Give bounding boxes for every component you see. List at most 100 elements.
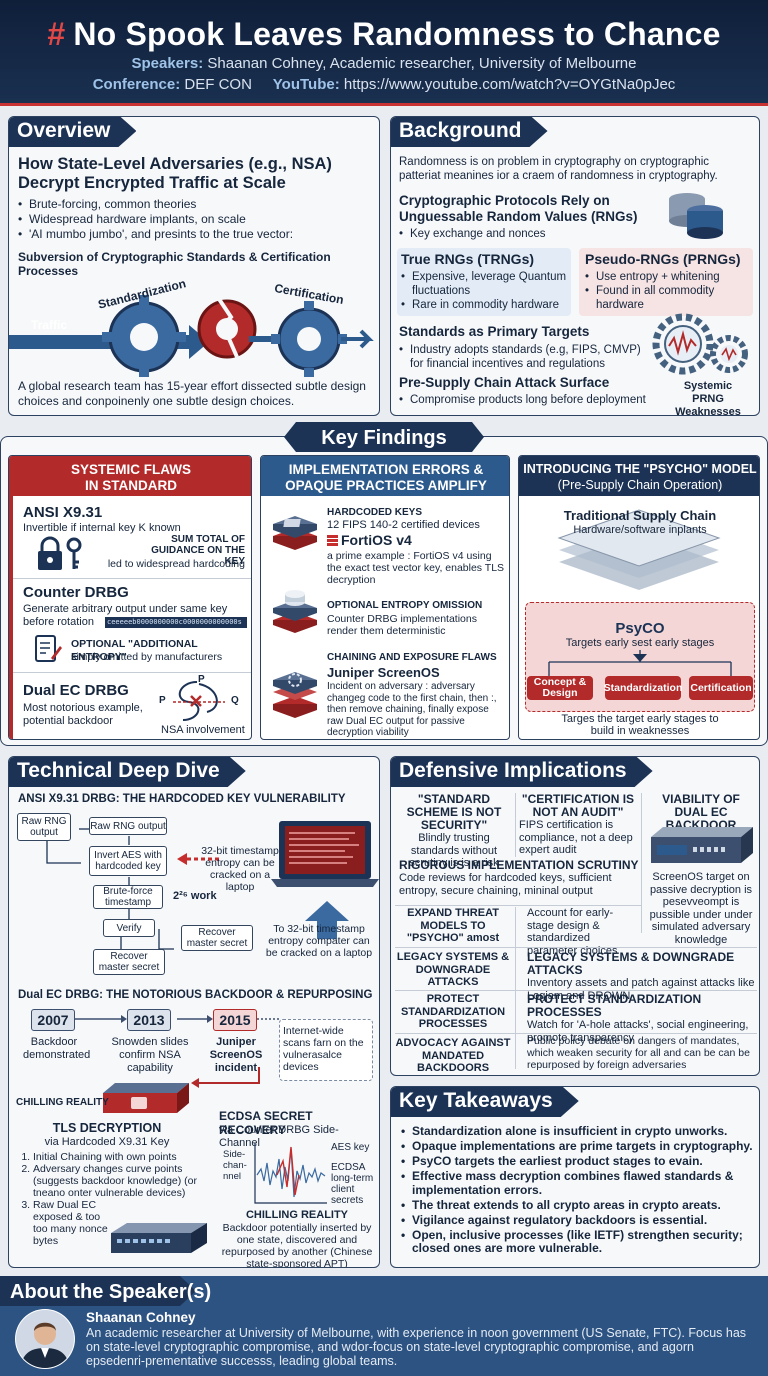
chaining-title: CHAINING AND EXPOSURE FLAWS — [327, 652, 497, 663]
lock-key-icon — [38, 536, 82, 570]
list-item: Found in all commodity hardware — [585, 284, 751, 312]
deep-dive-title: Technical Deep Dive — [8, 756, 246, 787]
standards-heading: Standards as Primary Targets — [399, 324, 590, 339]
systemic-label: Systemic PRNG Weaknesses — [675, 380, 741, 416]
ansi-drbg-heading: ANSI X9.31 DRBG: THE HARDCODED KEY VULNE… — [18, 793, 346, 805]
optional-entropy-text: Counter DRBG implementations render them… — [327, 613, 477, 637]
systemic-flaws-header: SYSTEMIC FLAWS IN STANDARD PRNGs — [9, 456, 251, 509]
elliptic-curve-icon — [173, 681, 225, 721]
list-item: Raw Dual EC exposed & too too many nonce… — [33, 1199, 115, 1247]
overview-heading: How State-Level Adversaries (e.g., NSA) … — [18, 155, 332, 192]
def-row-advocacy-left: ADVOCACY AGAINST MANDATED BACKDOORS — [395, 1037, 511, 1074]
counter-drbg-note2: simply omitted by manufacturers — [71, 651, 223, 663]
repurpose-arrow — [191, 1067, 260, 1088]
list-item: 'AI mumbo jumbo', and presints to the tr… — [18, 227, 373, 242]
timeline-2007-label: Backdoor demonstrated — [23, 1036, 91, 1061]
psyco-sub: Targets early sest early stages — [565, 637, 715, 649]
dual-drbg-heading: Dual EC DRBG: THE NOTORIOUS BACKDOOR & R… — [18, 989, 373, 1001]
key-findings-title: Key Findings — [321, 427, 447, 449]
dual-ec-q: Q — [231, 695, 239, 706]
list-item: Opaque implementations are prime targets… — [401, 1139, 757, 1154]
flow-invert-aes: Invert AES with hardcoded key — [89, 846, 167, 876]
implementation-errors-column: IMPLEMENTATION ERRORS & OPAQUE PRACTICES… — [260, 455, 510, 740]
overview-subheading: Subversion of Cryptographic Standards & … — [18, 250, 331, 279]
takeaways-list: Standardization alone is insufficient in… — [401, 1124, 757, 1257]
prng-title: Pseudo-RNGs (PRNGs) — [585, 251, 741, 267]
takeaways-title: Key Takeaways — [390, 1086, 579, 1117]
year-2015: 2015 — [213, 1009, 257, 1031]
psyco-title: PsyCO — [615, 620, 665, 637]
hardcoded-keys-line: 12 FIPS 140-2 certified devices — [327, 519, 480, 531]
prng-gears-icon — [652, 313, 748, 375]
speakers-line: Speakers: Shaanan Cohney, Academic resea… — [131, 55, 637, 72]
standardization-gear-icon — [102, 295, 186, 377]
dual-ec-text: Most notorious example, potential backdo… — [23, 702, 143, 727]
optional-entropy-title: OPTIONAL ENTROPY OMISSION — [327, 600, 483, 611]
flow-recover-2: Recover master secret — [93, 949, 165, 975]
hardware-stack-icon-1 — [273, 516, 317, 550]
year-2007: 2007 — [31, 1009, 75, 1031]
ansi-text: Invertible if internal key K known — [23, 522, 181, 534]
psyco-flow-connectors — [548, 650, 732, 676]
flow-raw-rng-2: Raw RNG output — [89, 817, 167, 835]
def-row-expand-left: EXPAND THREAT MODELS TO "PSYCHO" amost — [406, 907, 500, 944]
flow-verify: Verify — [103, 919, 155, 937]
tls-title: TLS DECRYPTION — [52, 1121, 162, 1135]
list-item: Adversary changes curve points (suggests… — [33, 1163, 209, 1199]
list-item: The threat extends to all crypto areas i… — [401, 1198, 757, 1213]
juniper-device-icon — [103, 1083, 189, 1113]
dual-ec-p-top: P — [198, 674, 205, 685]
ansi-note2: led to widespread hardcoding — [107, 558, 245, 570]
list-item: Initial Chaining with own points — [33, 1151, 209, 1163]
stage-concept-design: Concept & Design — [527, 676, 593, 700]
youtube-link[interactable]: https://www.youtube.com/watch?v=OYGtNa0p… — [343, 76, 676, 93]
list-item: Standardization alone is insufficient in… — [401, 1124, 757, 1139]
fortios-text: a prime example : FortiOS v4 using the e… — [327, 550, 505, 586]
stage-standardization: Standardization — [604, 676, 682, 700]
list-item: Brute-forcing, common theories — [18, 197, 373, 212]
overview-panel: Overview How State-Level Adversaries (e.… — [8, 116, 380, 416]
stage-certification: Certification — [689, 676, 753, 700]
flow-recover-1: Recover master secret — [181, 925, 253, 951]
def-row-protect-left: PROTECT STANDARDIZATION PROCESSES — [400, 993, 506, 1030]
ansi-flow-arrows — [46, 821, 379, 950]
ecdsa-aes-label: AES key — [331, 1142, 370, 1153]
ecdsa-title: ECDSA SECRET RECOVERY — [219, 1109, 313, 1138]
def-row-legacy-left: LEGACY SYSTEMS & DOWNGRADE ATTACKS — [396, 951, 510, 988]
counter-drbg-note: OPTIONAL "ADDITIONAL ENTROPY" — [71, 638, 198, 663]
nsa-involvement: NSA involvement — [161, 724, 245, 736]
background-title: Background — [390, 116, 548, 147]
psycho-model-column: INTRODUCING THE "PSYCHO" MODEL (Pre-Supp… — [518, 455, 760, 740]
defensive-panel: Defensive Implications "STANDARD SCHEME … — [390, 756, 760, 1076]
list-item: PsyCO targets the earliest product stage… — [401, 1154, 757, 1169]
psycho-model-header: INTRODUCING THE "PSYCHO" MODEL (Pre-Supp… — [519, 456, 759, 496]
list-item: Industry adopts standards (e.g, FIPS, CM… — [399, 343, 649, 371]
timeline-arrows — [73, 1015, 279, 1023]
list-item: Expensive, leverage Quantum fluctuations — [401, 270, 571, 298]
def-card-certification: "CERTIFICATION IS NOT AN AUDIT"FIPS cert… — [519, 792, 635, 857]
tls-steps: Initial Chaining with own points Adversa… — [33, 1151, 209, 1247]
background-panel: Background Randomness is on problem in c… — [390, 116, 760, 416]
list-item: Compromise products long before deployme… — [399, 394, 669, 408]
page-header: #No Spook Leaves Randomness to Chance Sp… — [0, 0, 768, 106]
trng-title: True RNGs (TRNGs) — [401, 251, 535, 267]
database-icon — [669, 193, 723, 239]
def-card-viability-text: ScreenOS target on passive decryption is… — [649, 871, 753, 946]
year-2013: 2013 — [127, 1009, 171, 1031]
background-intro: Randomness is on problem in cryptography… — [399, 156, 718, 182]
traditional-supply-sub: Hardware/software inplants — [573, 524, 707, 536]
counter-drbg-hex: ceeeeeb0000000000c0000000000000s — [105, 617, 247, 628]
timeline-2013-label: Snowden slides confirm NSA capability — [111, 1036, 189, 1074]
counter-drbg-text: Generate arbitrary output under same key… — [23, 603, 228, 628]
psycho-footer: Targes the target early stages to build … — [561, 713, 719, 737]
list-item: Effective mass decryption combines flawe… — [401, 1169, 757, 1197]
internet-scan-bubble — [279, 1019, 373, 1081]
flow-raw-rng-1: Raw RNG output — [17, 813, 71, 841]
certification-gear-icon — [271, 301, 347, 377]
timeline-2015-label: Juniper ScreenOS incident — [209, 1036, 263, 1074]
takeaways-panel: Key Takeaways Standardization alone is i… — [390, 1086, 760, 1268]
network-switch-icon — [111, 1223, 207, 1253]
